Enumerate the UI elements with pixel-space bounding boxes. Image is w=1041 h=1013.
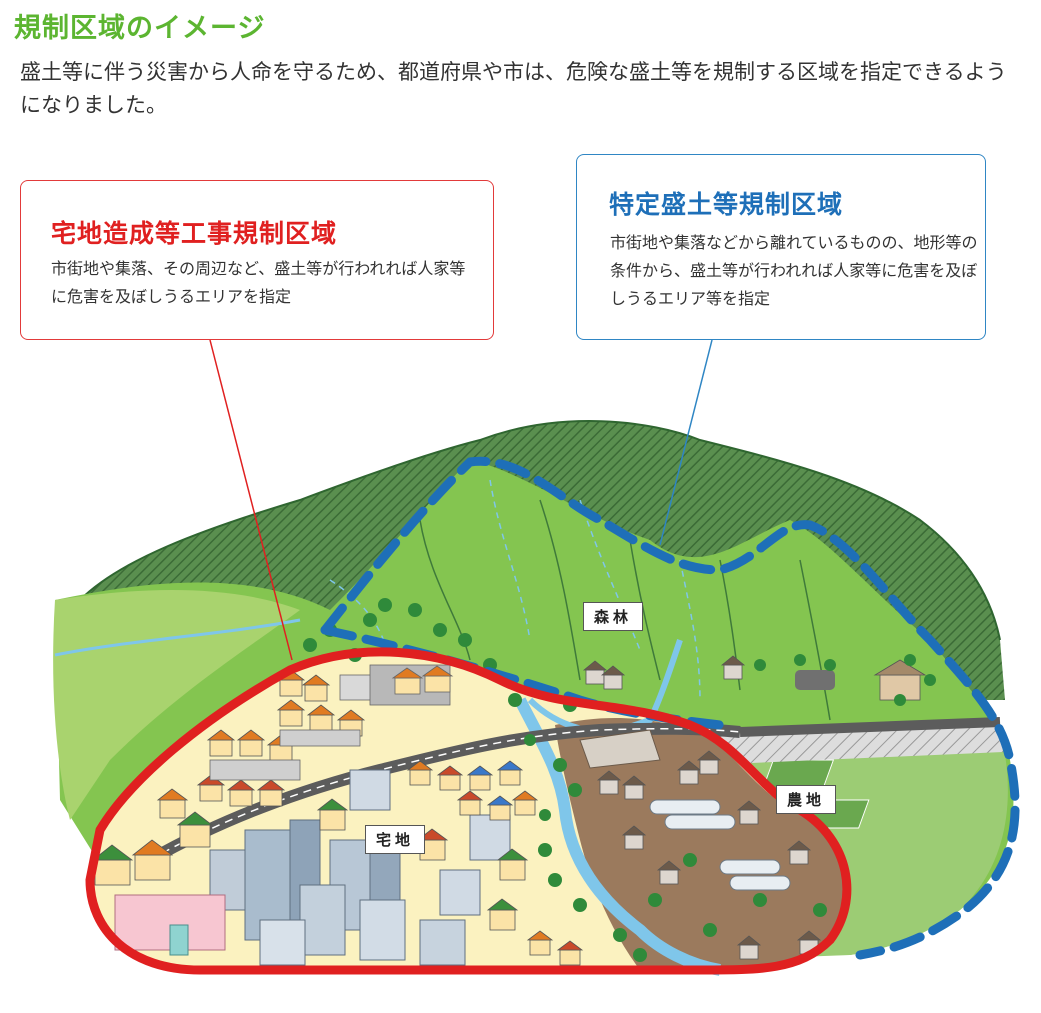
hill-houses — [582, 655, 927, 701]
water-tank — [169, 924, 189, 956]
residential-zone-title: 宅地造成等工事規制区域 — [51, 219, 338, 248]
houses — [91, 669, 584, 966]
specific-zone-description: 市街地や集落などから離れているものの、地形等の条件から、盛土等が行われれば人家等… — [610, 233, 978, 308]
farmland-label: 農地 — [776, 785, 837, 814]
residential-zone-description: 市街地や集落、その周辺など、盛土等が行われれば人家等に危害を及ぼしうるエリアを指… — [51, 259, 466, 306]
pond — [795, 670, 835, 690]
specific-zone-boundary — [320, 456, 1020, 960]
ridge-outline — [79, 420, 1001, 641]
residential-callout-pointer — [209, 339, 293, 661]
left-stream — [54, 618, 301, 657]
residential-label: 宅地 — [365, 825, 426, 854]
greenhouses — [649, 799, 791, 891]
specific-zone-callout: 特定盛土等規制区域 市街地や集落などから離れているものの、地形等の条件から、盛土… — [576, 154, 986, 340]
road-lines — [149, 727, 741, 861]
river — [514, 697, 722, 976]
residential-zone-boundary — [85, 647, 852, 975]
road-right — [739, 717, 1001, 737]
intro-text: 盛土等に伴う災害から人命を守るため、都道府県や市は、危険な盛土等を規制する区域を… — [20, 60, 1007, 117]
soil-buildings — [596, 750, 822, 960]
forest-label: 森林 — [583, 602, 644, 631]
green-hill-left — [53, 590, 300, 820]
page-title: 規制区域のイメージ — [14, 13, 266, 44]
terraces — [209, 664, 454, 781]
factory — [579, 729, 661, 769]
residential-zone-callout: 宅地造成等工事規制区域 市街地や集落、その周辺など、盛土等が行われれば人家等に危… — [20, 180, 494, 340]
specific-callout-pointer — [659, 339, 713, 546]
specific-zone-title: 特定盛土等規制区域 — [609, 190, 844, 219]
